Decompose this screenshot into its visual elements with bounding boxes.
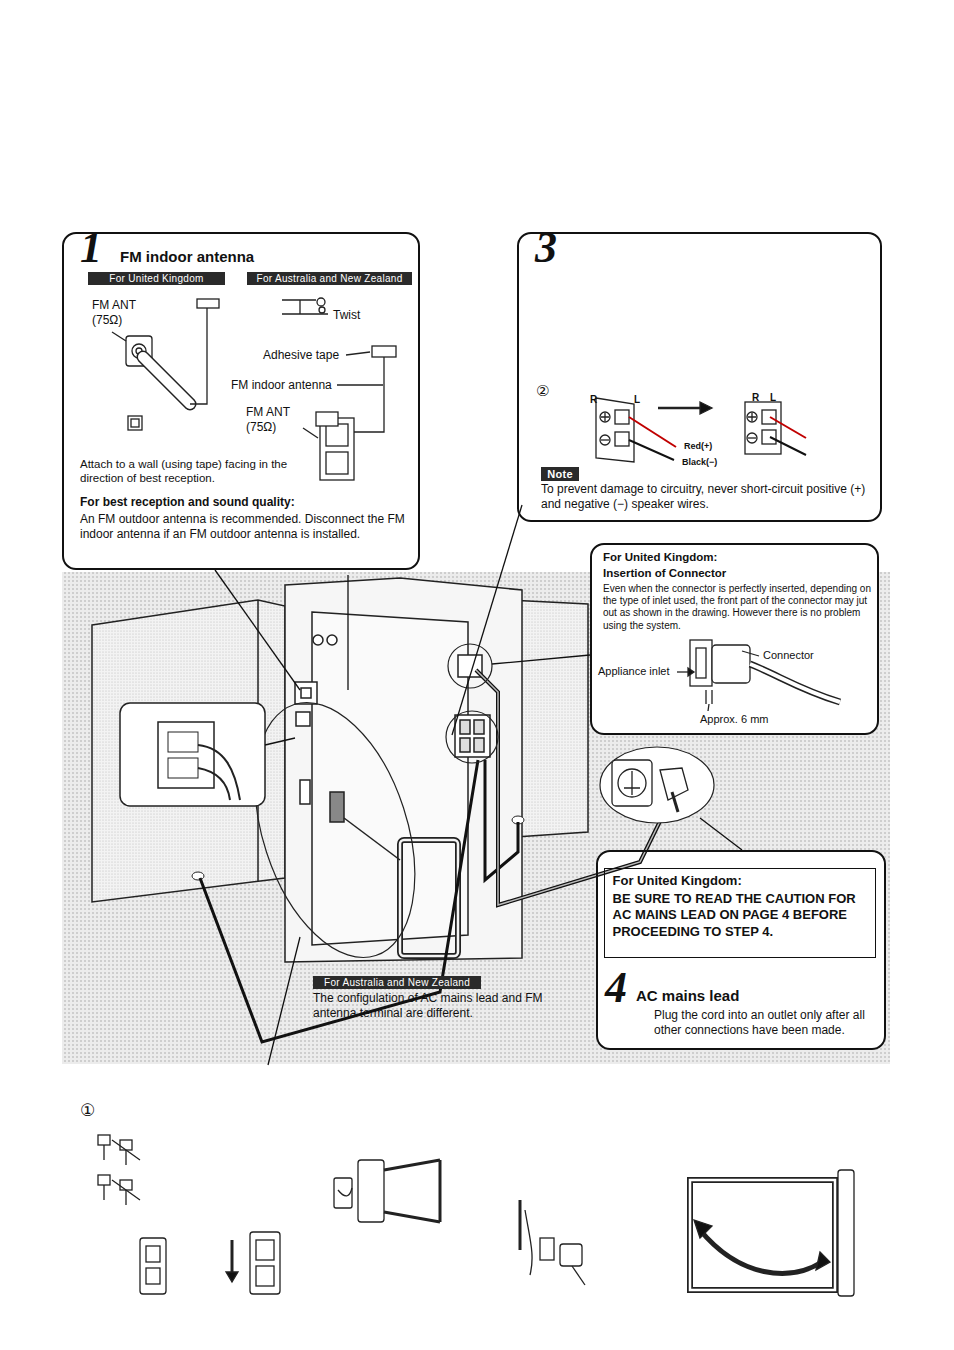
caution-box: For United Kingdom:BE SURE TO READ THE C… [604,868,876,958]
wire-label: Red(+) [684,441,712,452]
note-text: To prevent damage to circuitry, never sh… [541,482,876,511]
dimension-label: Approx. 6 mm [700,713,768,726]
panel-heading: Insertion of Connector [603,566,726,580]
step-panel: 1FM indoor antennaFM ANT (75Ω)TwistAdhes… [62,232,420,570]
channel-label: L [770,392,776,404]
tag-text: For Australia and New Zealand [253,272,407,285]
terminal-label: FM ANT (75Ω) [92,298,148,327]
part-label: FM indoor antenna [231,378,332,393]
note-tag: Note [541,467,579,481]
channel-label: R [752,392,759,404]
instruction-text: Attach to a wall (using tape) facing in … [80,457,292,485]
info-text: Even when the connector is perfectly ins… [603,583,873,632]
step-panel: 4 AC mains leadPlug the cord into an outl… [596,850,886,1050]
region-tag: For United Kingdom [88,272,225,285]
tag-text: Note [543,468,577,481]
step-panel: 3②RLRed(+)Black(−)RLTo prevent damage to… [517,232,882,522]
instruction-text: Plug the cord into an outlet only after … [654,1008,876,1037]
caution-heading: For United Kingdom: [613,873,742,890]
region-tag: For Australia and New Zealand [247,272,412,285]
channel-label: R [590,394,597,406]
callout-number: ② [536,384,549,399]
step-heading: FM indoor antenna [120,248,254,266]
step-number: 1 [80,226,102,270]
step-number: 3 [535,226,557,270]
tag-text: For Australia and New Zealand [320,976,474,989]
instruction-text: An FM outdoor antenna is recommended. Di… [80,512,412,541]
part-label: Connector [763,649,814,662]
channel-label: L [634,394,640,406]
part-label: Twist [333,308,360,323]
step-heading: AC mains lead [636,987,739,1005]
subheading: For best reception and sound quality: [80,495,295,510]
step-number: 4 [605,966,627,1010]
caution-text: BE SURE TO READ THE CAUTION FOR AC MAINS… [613,891,858,942]
wire-label: Black(−) [682,457,717,468]
panel-heading: For United Kingdom: [603,550,717,564]
part-label: Adhesive tape [263,348,339,363]
terminal-label: FM ANT (75Ω) [246,405,302,434]
tag-text: For United Kingdom [105,272,207,285]
note-text: The configulation of AC mains lead and F… [313,991,588,1020]
part-label: Appliance inlet [598,665,670,678]
region-tag: For Australia and New Zealand [313,976,481,989]
info-panel: For United Kingdom: Insertion of Connecto… [590,543,879,735]
callout-number: ① [80,1102,95,1119]
